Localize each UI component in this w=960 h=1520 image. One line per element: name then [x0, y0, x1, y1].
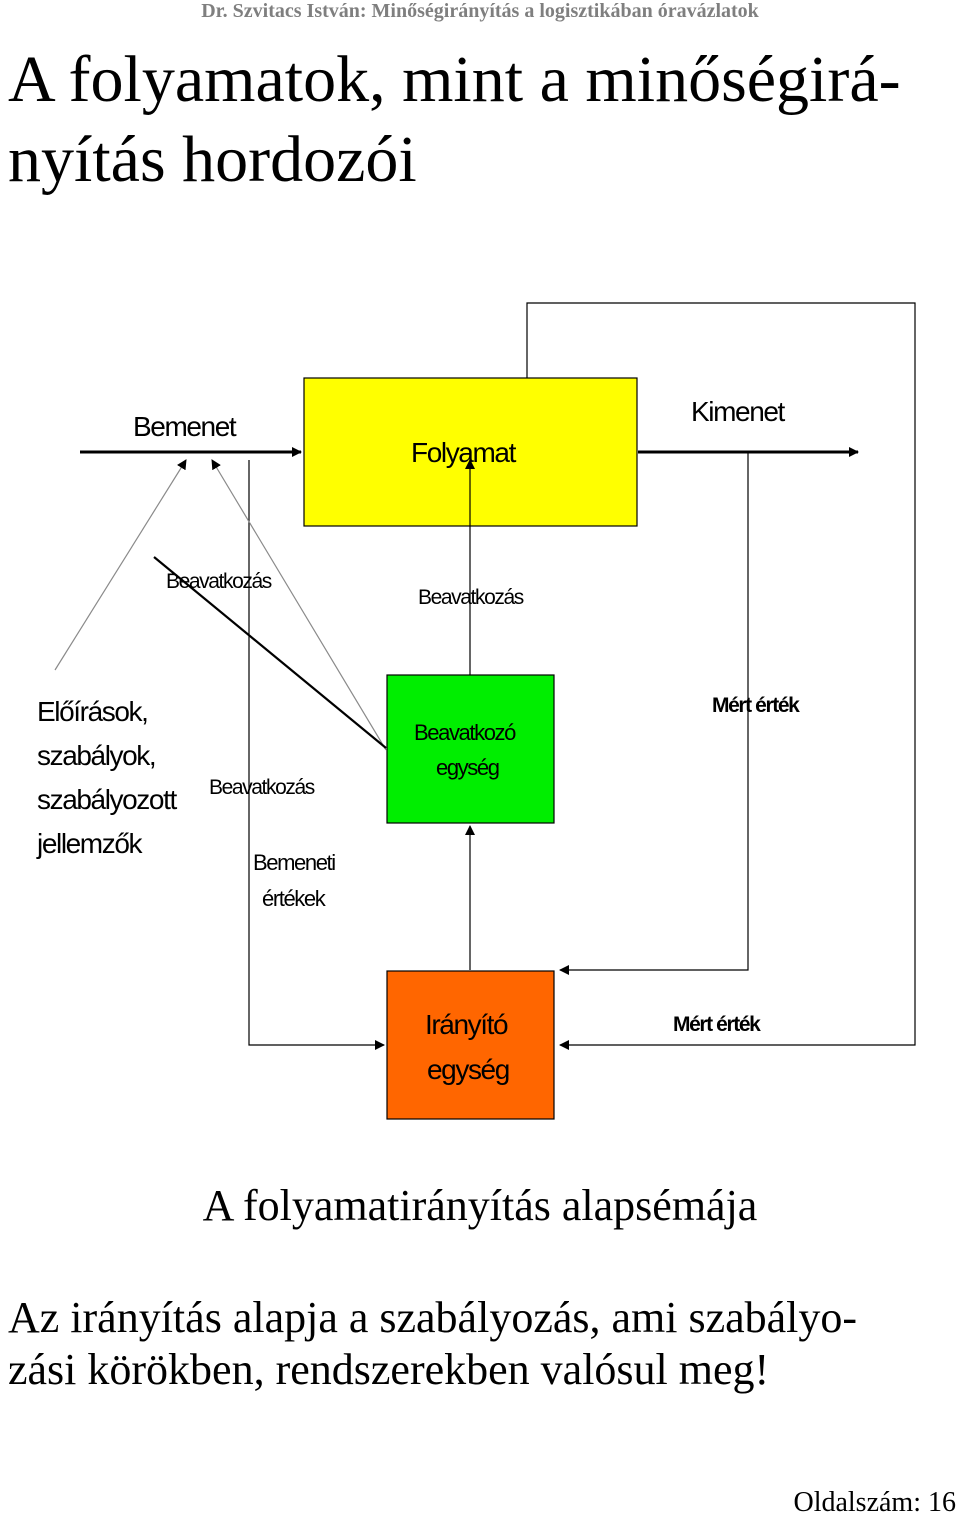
diagram-caption: A folyamatirányítás alapsémája [202, 1181, 758, 1230]
controller-label-2: egység [427, 1054, 509, 1085]
body-line-1: Az irányítás alapja a szabályozás, ami s… [8, 1293, 858, 1342]
input-values-line [248, 460, 385, 1050]
intervention-line-bold [153, 556, 387, 749]
regulations-line [54, 459, 187, 671]
regulations-line-4: jellemzők [36, 828, 144, 859]
regulations-line-3: szabályozott [37, 784, 177, 815]
controller-label-1: Irányító [425, 1009, 508, 1040]
output-label: Kimenet [691, 396, 786, 427]
outer-feedback-line [526, 302, 916, 1050]
process-label: Folyamat [411, 437, 517, 468]
input-label: Bemenet [133, 411, 237, 442]
intervention-center-label: Beavatkozás [418, 586, 524, 609]
intervention-left-label: Beavatkozás [166, 570, 272, 593]
intervention-mid-label: Beavatkozás [209, 776, 315, 799]
measured-lower-label: Mért érték [673, 1013, 761, 1036]
intervention-line-thin [211, 459, 387, 751]
page-number: Oldalszám: 16 [793, 1487, 956, 1518]
title-line-1: A folyamatok, mint a minőségirá- [8, 43, 901, 116]
measured-upper-label: Mért érték [712, 694, 800, 717]
regulations-line-1: Előírások, [37, 696, 148, 727]
process-control-diagram: Bemenet Folyamat Kimenet Beavatkozás Bea… [36, 302, 916, 1120]
body-line-2: zási körökben, rendszerekben valósul meg… [8, 1345, 770, 1394]
input-values-line-1: Bemeneti [253, 850, 335, 875]
page-title: A folyamatok, mint a minőségirá- nyítás … [8, 40, 948, 200]
actuator-label-1: Beavatkozó [414, 720, 516, 745]
body-paragraph: Az irányítás alapja a szabályozás, ami s… [8, 1292, 953, 1396]
regulations-line-2: szabályok, [37, 740, 155, 771]
controller-box [386, 970, 555, 1120]
input-values-line-2: értékek [262, 886, 327, 911]
measured-value-line [559, 452, 749, 975]
actuator-box [386, 674, 555, 824]
title-line-2: nyítás hordozói [8, 123, 417, 196]
page-header: Dr. Szvitacs István: Minőségirányítás a … [201, 0, 759, 22]
actuator-label-2: egység [436, 755, 499, 780]
